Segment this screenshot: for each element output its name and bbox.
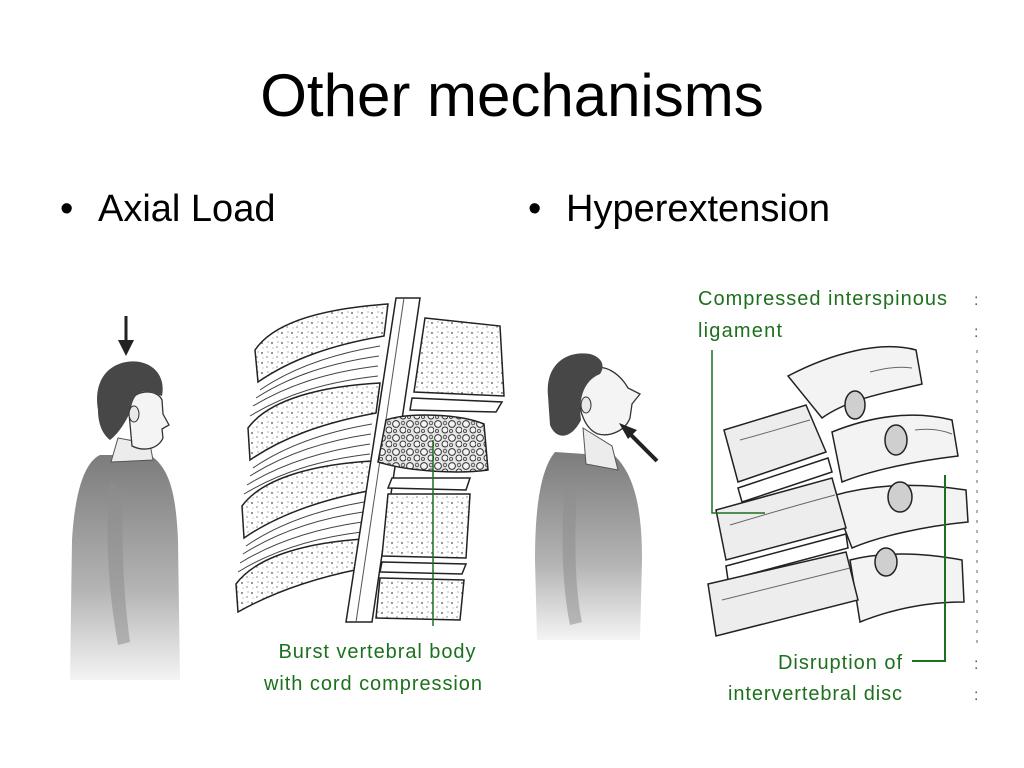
hyperextension-figure (535, 353, 659, 640)
intervertebral-disc (725, 533, 849, 581)
posterior-element (235, 538, 365, 614)
posterior-element (241, 460, 373, 540)
spinous-process (831, 484, 969, 549)
hair (97, 361, 163, 440)
ear (580, 396, 592, 414)
ligament-label-line2: ligament (698, 320, 782, 342)
bullet-marker: • (60, 188, 74, 230)
vertebral-body (707, 551, 859, 637)
intervertebral-disc (409, 397, 504, 413)
edge-mark: : (974, 324, 978, 341)
arrow-head (619, 423, 637, 439)
posterior-element (247, 382, 381, 462)
down-arrow-icon (118, 316, 134, 356)
hyperextension-spine (707, 346, 969, 637)
vertebral-body (715, 477, 847, 561)
edge-mark: : (974, 687, 978, 704)
arrow-shaft (628, 432, 659, 463)
arm (562, 485, 582, 625)
hair (547, 353, 603, 436)
face (127, 391, 170, 450)
shading-strokes (721, 366, 953, 601)
bullet-hyperextension: • Hyperextension (528, 186, 830, 232)
edge-mark: : (974, 292, 978, 309)
bullet-marker: • (528, 188, 542, 230)
facet-joint (844, 390, 866, 420)
ear (128, 405, 140, 423)
edge-mark: : (974, 656, 978, 673)
face (579, 366, 642, 436)
bullet-label: Hyperextension (566, 188, 831, 230)
ligament-striations (237, 345, 381, 573)
shirt (535, 452, 642, 640)
arm (107, 482, 130, 645)
vertebral-body (723, 404, 828, 483)
intervertebral-disc (737, 457, 833, 503)
disc-label-line2: intervertebral disc (728, 683, 902, 705)
ligament-leader-line (711, 350, 765, 514)
vertebral-body (413, 317, 505, 397)
spinous-process (849, 553, 965, 624)
slide-title: Other mechanisms (260, 62, 764, 129)
facet-joint (874, 547, 898, 577)
bullet-axial-load: • Axial Load (60, 186, 275, 232)
arrow-head (118, 340, 134, 356)
bullet-label: Axial Load (98, 188, 276, 230)
diagonal-arrow-icon (619, 423, 659, 463)
facet-joint (884, 424, 908, 456)
intervertebral-disc (379, 561, 468, 575)
burst-label-line1: Burst vertebral body (279, 641, 476, 663)
disc-label-line1: Disruption of (778, 652, 902, 674)
intervertebral-disc (386, 477, 472, 491)
burst-label-line2: with cord compression (263, 673, 482, 695)
disc-leader-line (912, 475, 946, 662)
shirt (70, 455, 180, 680)
neck (582, 427, 619, 471)
facet-joint (887, 481, 913, 513)
vertebral-body (375, 577, 465, 621)
vertebral-body (381, 493, 471, 559)
axial-load-spine (235, 297, 505, 623)
ligament-label-line1: Compressed interspinous (698, 288, 947, 310)
posterior-element (254, 303, 389, 384)
axial-load-figure (70, 316, 180, 680)
